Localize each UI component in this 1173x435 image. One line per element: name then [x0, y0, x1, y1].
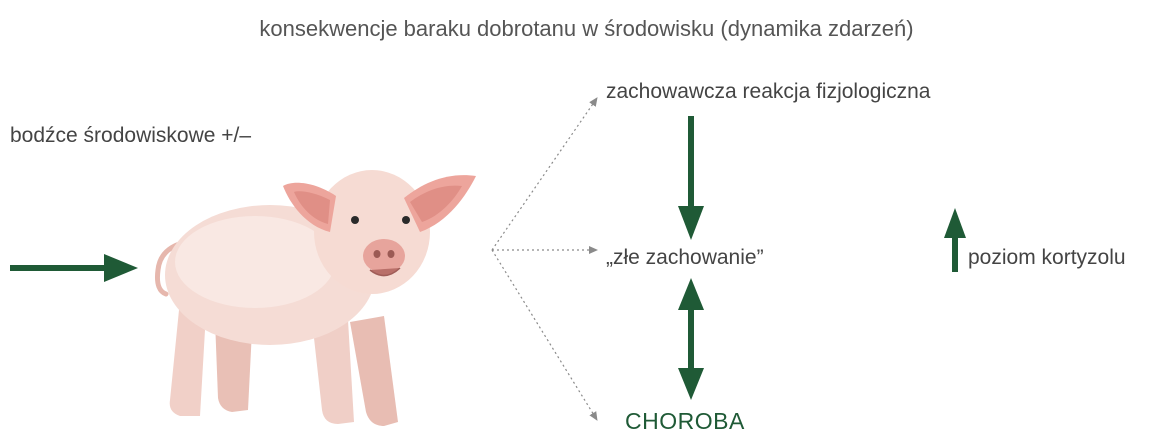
stimulus-arrow — [10, 254, 138, 282]
cortisol-up-arrow — [944, 208, 966, 272]
double-arrow — [678, 278, 704, 400]
down-arrow — [678, 116, 704, 240]
pig-image — [157, 170, 476, 426]
branch-arrows — [492, 98, 597, 420]
